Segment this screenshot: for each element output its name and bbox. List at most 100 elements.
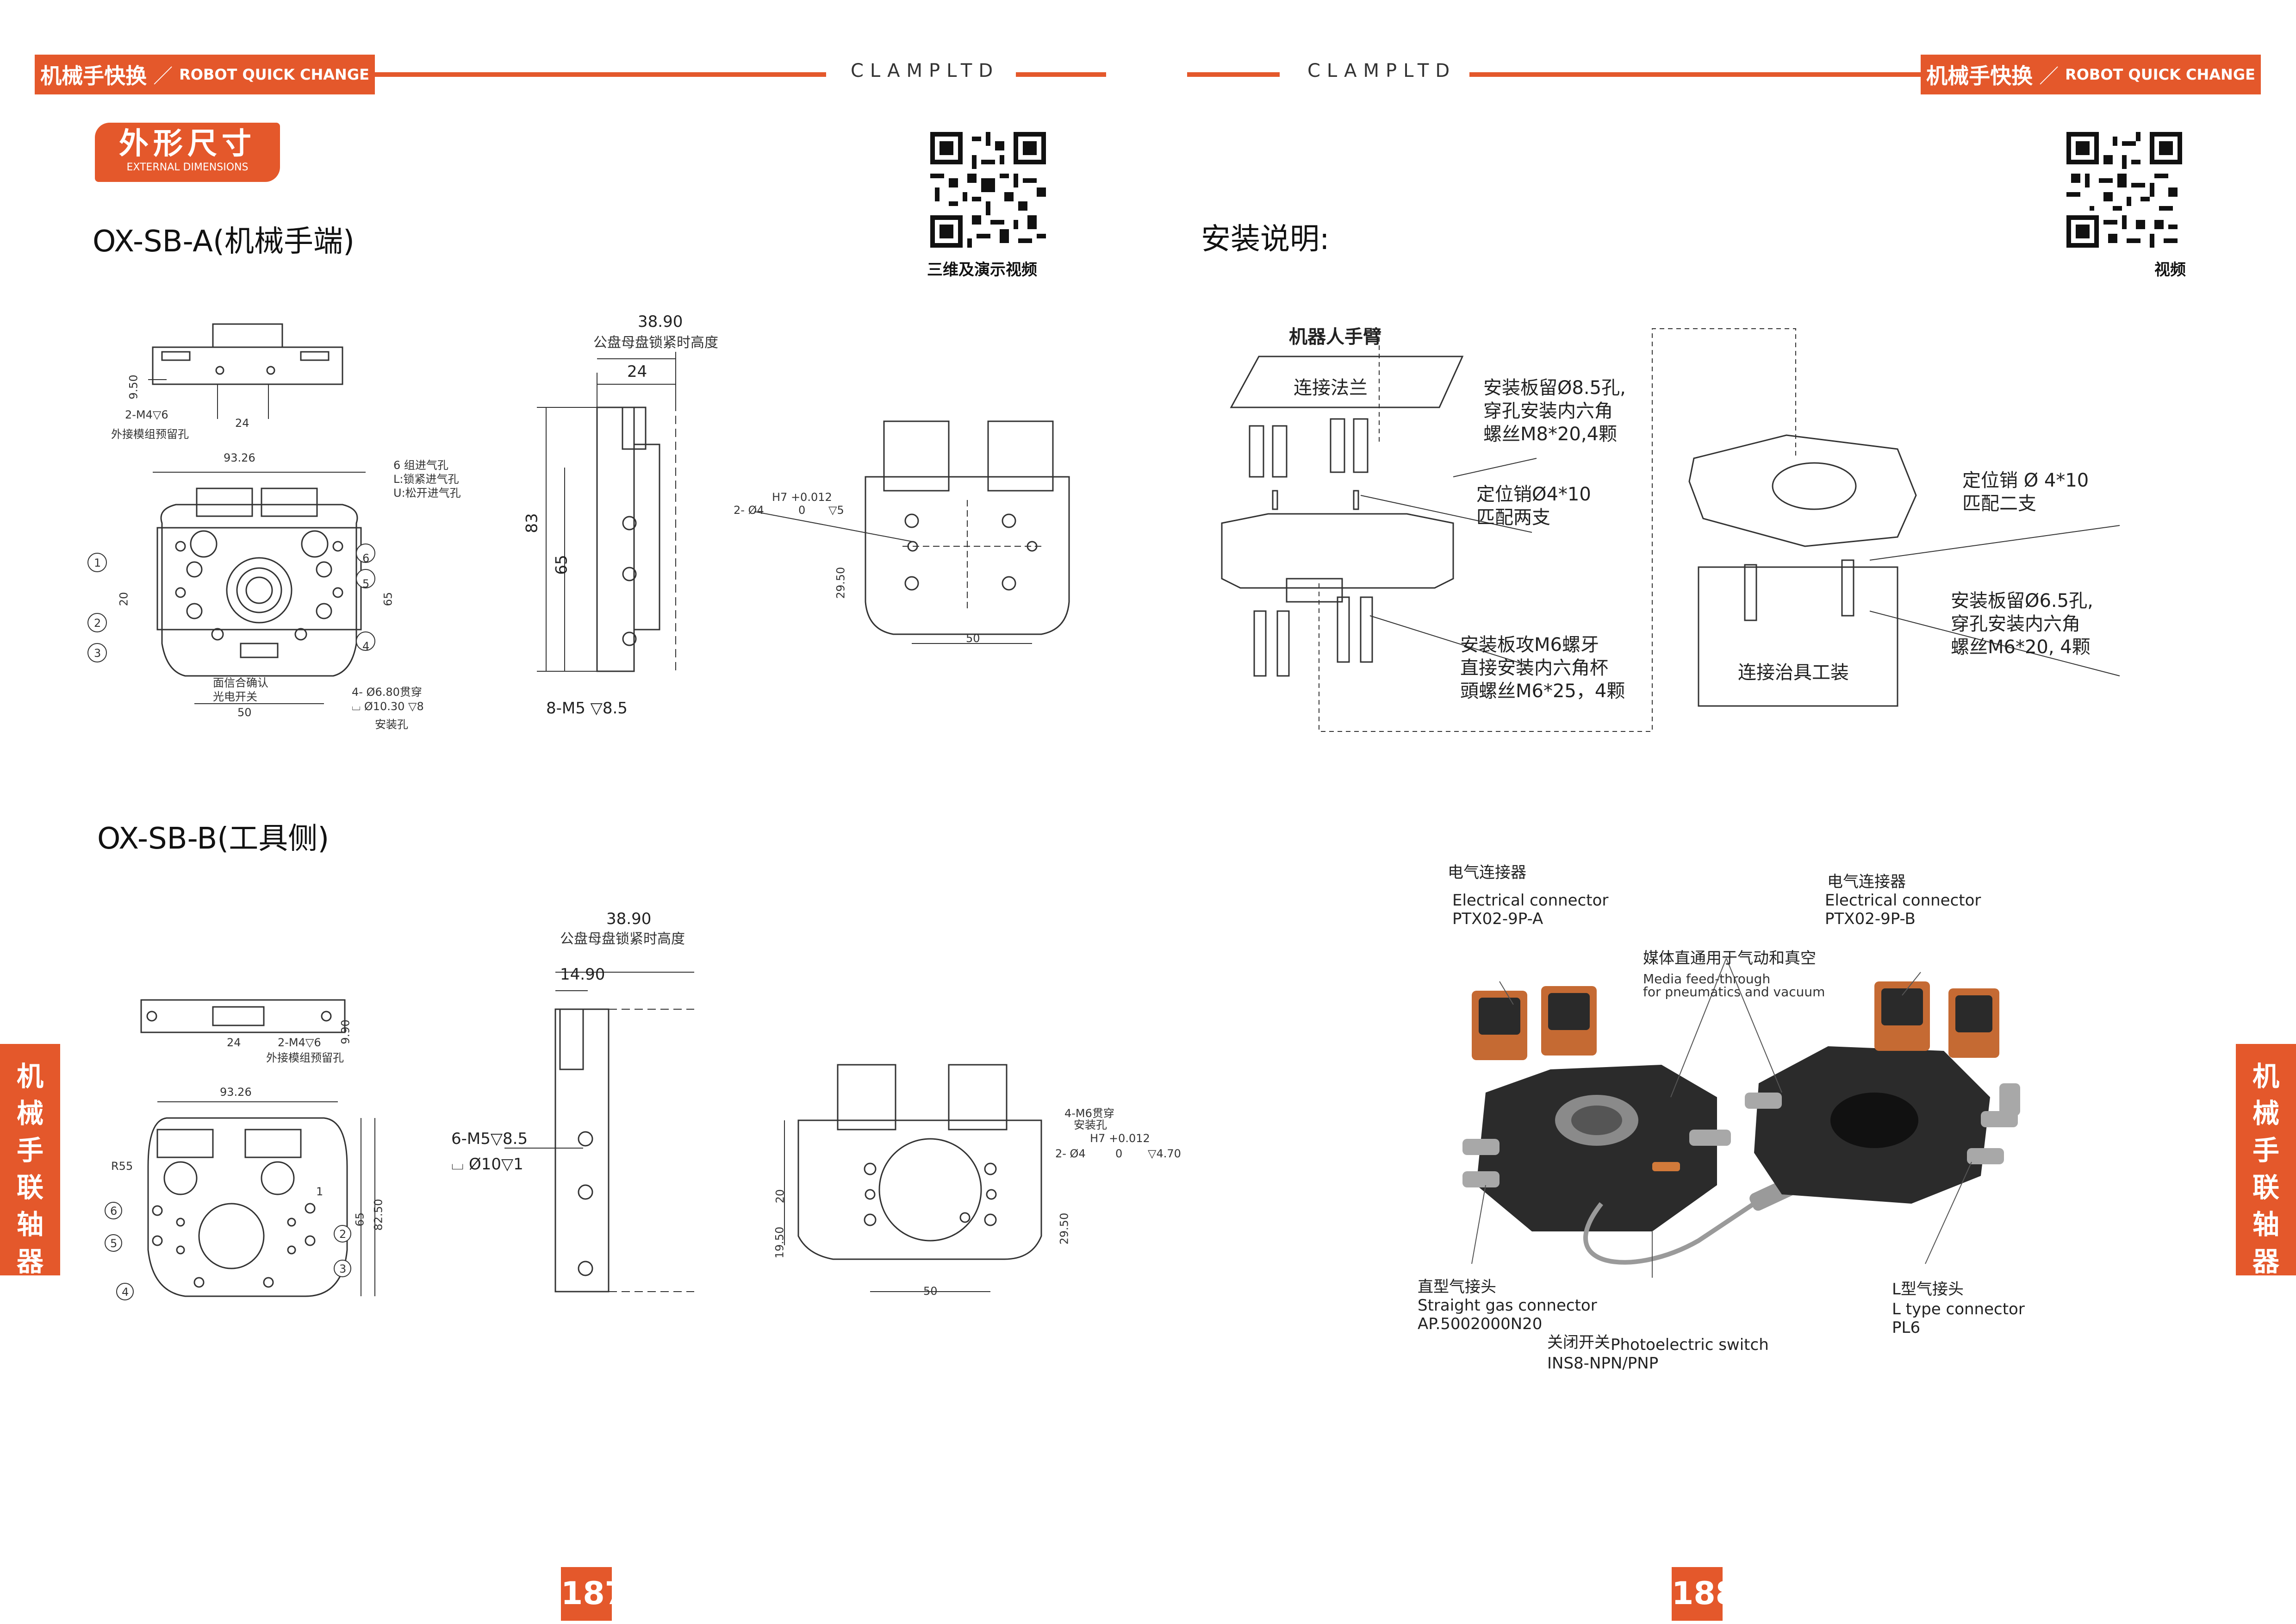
dim-b-back-tol0: 0 (1115, 1147, 1123, 1160)
dim-b-top-hole-note: 外接模组预留孔 (266, 1051, 344, 1064)
installation-diagram (1221, 328, 2120, 732)
dim-a-sensor-2: 光电开关 (213, 690, 257, 703)
dim-b-back-20: 20 (773, 1189, 787, 1204)
dim-b-back-m6: 4-M6贯穿 (1064, 1107, 1114, 1120)
header-tab-left-en: ROBOT QUICK CHANGE (179, 66, 369, 83)
note5-line2: 穿孔安装内六角 (1951, 613, 2080, 635)
dim-b-back-1950: 19.50 (773, 1226, 786, 1259)
lg-cn: L型气接头 (1892, 1280, 1964, 1299)
dim-b-side-m5: 6-M5▽8.5 (451, 1130, 528, 1148)
brand-right: CLAMPLTD (1307, 60, 1456, 81)
dim-a-back-tol: H7 +0.012 (772, 491, 832, 504)
brand-left: CLAMPLTD (851, 60, 1000, 81)
callout-a-6: 6 (362, 552, 370, 565)
header-rule-right-start (1187, 72, 1280, 77)
dim-a-back-tol0: 0 (798, 504, 806, 517)
dim-a-hole-2: ⌴ Ø10.30 ▽8 (352, 700, 424, 713)
note1-line1: 安装板留Ø8.5孔, (1483, 377, 1626, 399)
dim-b-back-m6b: 安装孔 (1074, 1118, 1107, 1131)
title-ox-sb-b: OX-SB-B(工具侧) (97, 822, 330, 856)
dim-a-top-950: 9.50 (127, 375, 140, 400)
dim-b-top-990: 9.90 (339, 1019, 352, 1044)
dim-b-top-24: 24 (227, 1036, 241, 1049)
header-tab-left-sep: ／ (153, 64, 173, 87)
dim-a-top-hole-note: 外接模组预留孔 (111, 428, 189, 441)
lg-pn: PL6 (1892, 1318, 1921, 1337)
dim-b-back-tol: H7 +0.012 (1090, 1132, 1150, 1145)
sg-pn: AP.5002000N20 (1418, 1315, 1543, 1333)
drawing-b-front-view (105, 1101, 375, 1300)
dim-b-top-m4: 2-M4▽6 (278, 1036, 321, 1049)
install-title: 安装说明: (1201, 222, 1330, 256)
dim-b-front-9326: 93.26 (220, 1086, 252, 1099)
note4-line1: 定位销 Ø 4*10 (1962, 470, 2089, 491)
media-cn: 媒体直通用于气动和真空 (1643, 949, 1816, 968)
dim-a-hole-1: 4- Ø6.80贯穿 (352, 686, 422, 699)
note2-line2: 匹配两支 (1476, 507, 1550, 528)
ec-b-en: Electrical connector (1825, 891, 1981, 910)
dim-a-back-2950: 29.50 (834, 567, 847, 599)
dim-b-side-cb: ⌴ Ø10▽1 (451, 1155, 523, 1174)
ec-a-pn: PTX02-9P-A (1452, 910, 1543, 928)
note5-line3: 螺丝M6*20, 4颗 (1951, 637, 2091, 658)
note1-line3: 螺丝M8*20,4颗 (1483, 424, 1618, 445)
dim-a-side-24: 24 (627, 362, 647, 381)
drawing-a-top-view (148, 323, 343, 419)
note3-line3: 頭螺丝M6*25，4颗 (1460, 681, 1625, 702)
callout-a-1: 1 (94, 556, 101, 569)
dim-a-back-pin: 2- Ø4 (734, 504, 764, 517)
label-fixture: 连接治具工装 (1738, 662, 1849, 683)
media-en2: for pneumatics and vacuum (1643, 984, 1825, 999)
header-rule-left-end (1016, 72, 1106, 77)
drawing-a-side-view (537, 352, 676, 672)
pe-cn: 关闭开关 (1547, 1333, 1610, 1352)
dim-a-hole-3: 安装孔 (375, 718, 408, 731)
dim-b-back-depth: ▽4.70 (1148, 1147, 1181, 1160)
sg-en: Straight gas connector (1418, 1296, 1597, 1315)
qr-caption-left: 三维及演示视频 (927, 261, 1037, 279)
side-tab-left-label: 机械手联轴器 (16, 1061, 44, 1277)
dim-a-side-3890: 38.90 (638, 312, 683, 331)
side-tab-right: 机械手联轴器 (2236, 1044, 2296, 1277)
page-number-right: 188 (1672, 1567, 1737, 1621)
dim-a-sensor-1: 面信合确认 (213, 676, 268, 689)
header-rule-left (375, 72, 826, 77)
callout-b-5: 5 (110, 1237, 118, 1250)
dim-a-port-note-2: L:锁紧进气孔 (393, 473, 459, 486)
section-badge: 外形尺寸 EXTERNAL DIMENSIONS (95, 123, 280, 182)
qr-code-icon-right[interactable] (2066, 132, 2182, 248)
side-tab-left: 机械手联轴器 (0, 1044, 60, 1277)
note5-line1: 安装板留Ø6.5孔, (1951, 590, 2093, 612)
qr-caption-right: 视频 (2154, 261, 2186, 279)
qr-code-icon-left[interactable] (930, 132, 1046, 248)
ec-b-pn: PTX02-9P-B (1825, 910, 1916, 928)
dim-a-back-50: 50 (966, 632, 980, 645)
ec-b-cn: 电气连接器 (1827, 873, 1906, 891)
callout-b-1: 1 (316, 1185, 324, 1198)
media-en1: Media feed-through (1643, 971, 1771, 987)
label-robot-arm: 机器人手臂 (1289, 326, 1381, 348)
header-tab-right: 机械手快换 ／ ROBOT QUICK CHANGE (1921, 55, 2261, 94)
dim-b-front-8250: 82.50 (372, 1199, 385, 1231)
header-tab-right-cn: 机械手快换 (1926, 63, 2033, 88)
drawing-a-front-view (87, 472, 375, 704)
pe-pn: INS8-NPN/PNP (1547, 1354, 1659, 1373)
drawing-b-side-view (504, 972, 694, 1293)
dim-a-port-note-3: U:松开进气孔 (393, 487, 461, 500)
dim-a-top-m4: 2-M4▽6 (125, 408, 168, 421)
callout-a-3: 3 (94, 647, 101, 660)
dim-a-front-20: 20 (117, 592, 131, 606)
dim-a-top-24: 24 (235, 417, 249, 430)
dim-b-front-r55: R55 (111, 1160, 133, 1173)
page-number-left: 187 (561, 1567, 627, 1621)
ec-a-en: Electrical connector (1452, 891, 1609, 910)
dim-a-side-65: 65 (552, 555, 571, 575)
callout-b-4: 4 (122, 1286, 129, 1299)
drawing-a-back-view (754, 420, 1070, 644)
note2-line1: 定位销Ø4*10 (1476, 484, 1591, 505)
callout-a-5: 5 (362, 577, 370, 590)
callout-a-2: 2 (94, 617, 101, 630)
lg-en: L type connector (1892, 1300, 2025, 1318)
note3-line1: 安装板攻M6螺牙 (1460, 634, 1599, 656)
dim-b-back-pin: 2- Ø4 (1055, 1147, 1086, 1160)
